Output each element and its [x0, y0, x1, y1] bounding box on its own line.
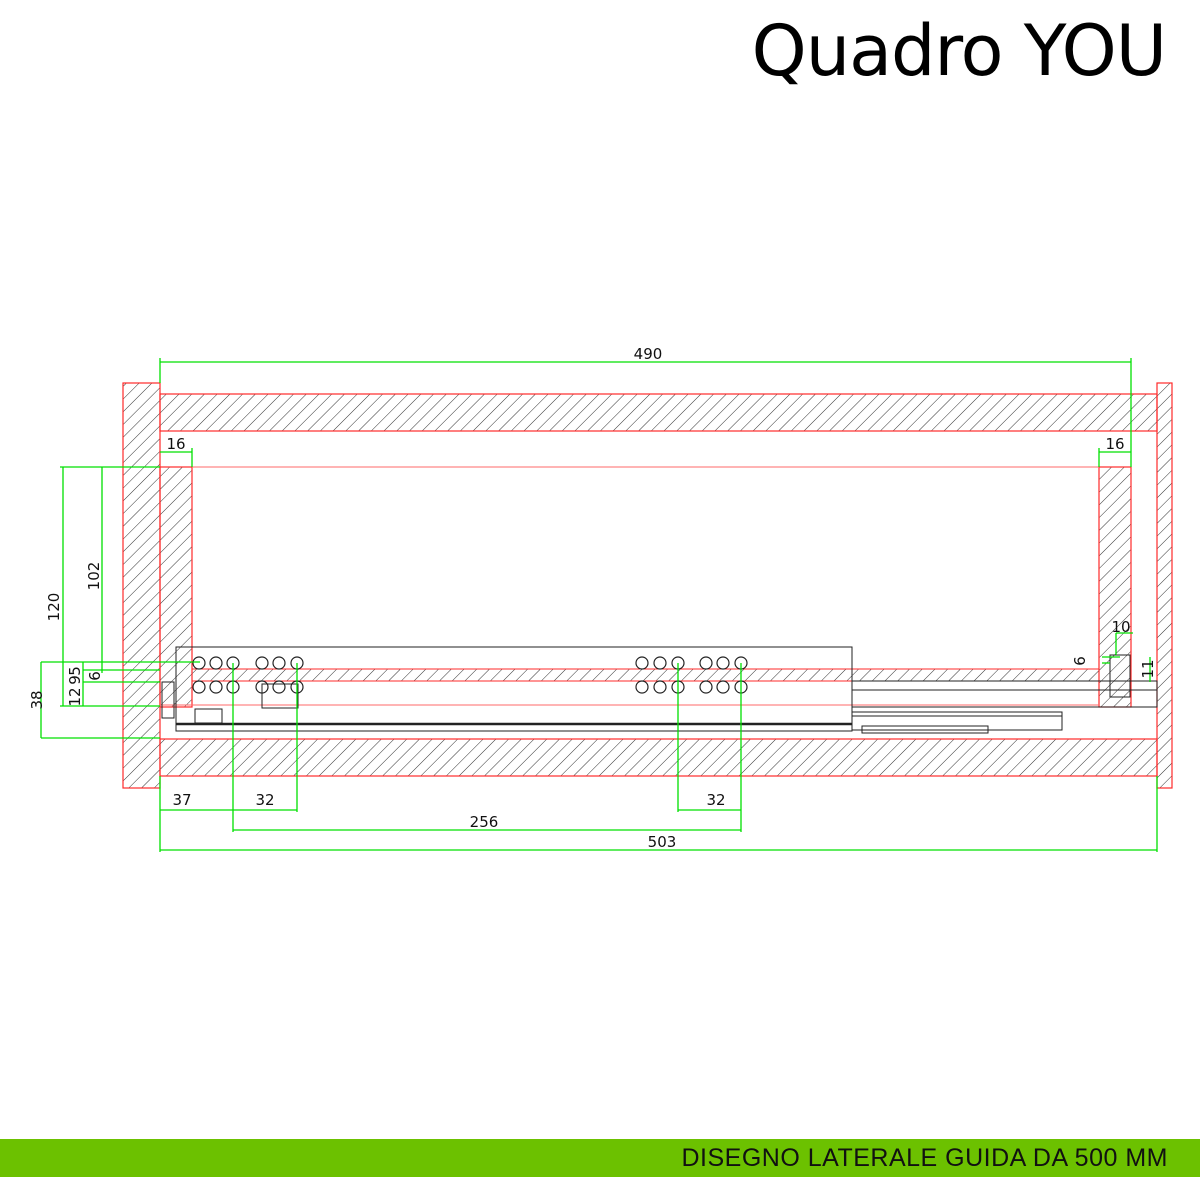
- drawer-right-side: [1098, 466, 1132, 708]
- top-panel: [159, 393, 1158, 432]
- dim-32-left: 32: [255, 791, 274, 809]
- drawer-bottom: [191, 668, 1100, 682]
- dim-6-right: 6: [1071, 656, 1089, 666]
- fixing-holes: [192, 656, 748, 694]
- drawer-runner: [161, 646, 1158, 734]
- dim-9: 9: [66, 675, 84, 685]
- dim-16-left: 16: [166, 435, 185, 453]
- dim-5: 5: [66, 666, 84, 676]
- bottom-panel: [159, 738, 1158, 777]
- dim-503: 503: [648, 833, 677, 851]
- footer-bar: DISEGNO LATERALE GUIDA DA 500 MM: [0, 1139, 1200, 1177]
- dim-6-left: 6: [86, 671, 104, 681]
- dimension-lines: [40, 358, 1158, 852]
- footer-caption: DISEGNO LATERALE GUIDA DA 500 MM: [681, 1144, 1168, 1172]
- dim-11-right: 11: [1139, 659, 1157, 678]
- dim-16-right: 16: [1105, 435, 1124, 453]
- dim-256: 256: [470, 813, 499, 831]
- dim-10-right: 10: [1111, 618, 1130, 636]
- dim-38: 38: [28, 690, 46, 709]
- dim-37: 37: [172, 791, 191, 809]
- page-title: Quadro YOU: [751, 10, 1167, 92]
- dim-102: 102: [85, 562, 103, 591]
- cabinet-left-wall: [122, 382, 161, 789]
- dim-490: 490: [634, 345, 663, 363]
- dim-32-right: 32: [706, 791, 725, 809]
- dim-120: 120: [45, 593, 63, 622]
- dim-12: 12: [66, 687, 84, 706]
- cabinet-right-wall: [1156, 382, 1173, 789]
